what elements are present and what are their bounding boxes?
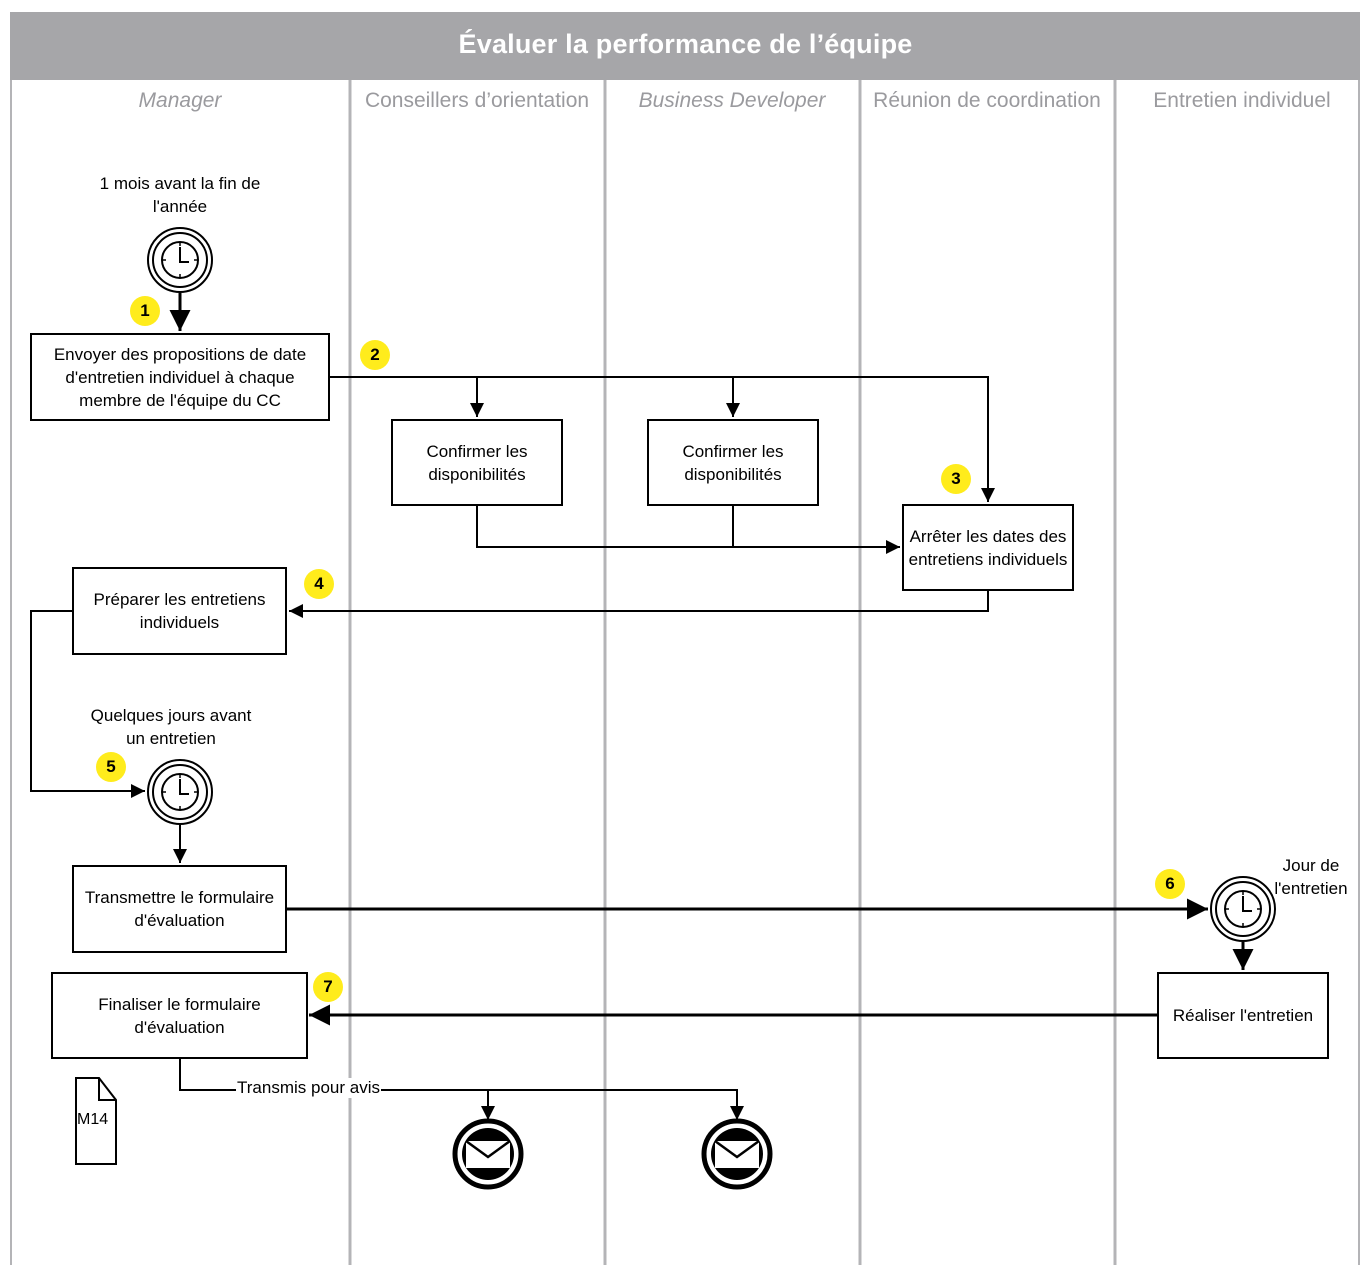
step-badge: 6: [1155, 869, 1185, 899]
flow-fix-to-prepare: [289, 590, 989, 618]
lane-label-counselors: Conseillers d’orientation: [364, 89, 590, 112]
flow-send-to-fix-dates: [329, 376, 995, 502]
step-badge: 2: [360, 340, 390, 370]
task-confirm-business-developer[interactable]: Confirmer les disponibilités: [647, 419, 819, 506]
document-label: M14: [77, 1111, 109, 1128]
step-badge: 3: [941, 464, 971, 494]
document-icon: [75, 1077, 117, 1165]
clock-icon: [147, 759, 213, 825]
flow-confirm-to-fix-dates: [476, 505, 900, 554]
diagram-title: Évaluer la performance de l’équipe: [458, 29, 913, 59]
timer-interview-day-label: Jour de l'entretien: [1274, 856, 1348, 898]
title-bar: Évaluer la performance de l’équipe: [10, 12, 1360, 80]
envelope-icon: [452, 1118, 524, 1190]
envelope-icon: [701, 1118, 773, 1190]
task-transmit-evaluation-form[interactable]: Transmettre le formulaire d'évaluation: [72, 865, 287, 953]
clock-icon: [1210, 876, 1276, 942]
task-conduct-interview[interactable]: Réaliser l'entretien: [1157, 972, 1329, 1059]
flow-finalize-to-messages: [179, 1058, 744, 1120]
timer-start-label: 1 mois avant la fin de l'année: [99, 174, 261, 216]
timer-before-interview-label: Quelques jours avant un entretien: [90, 706, 252, 748]
step-badge: 4: [304, 569, 334, 599]
task-fix-interview-dates[interactable]: Arrêter les dates des entretiens individ…: [902, 504, 1074, 591]
lane-label-coordination-meeting: Réunion de coordination: [873, 89, 1101, 112]
task-prepare-interviews[interactable]: Préparer les entretiens individuels: [72, 567, 287, 655]
lane-label-individual-interview: Entretien individuel: [1153, 89, 1331, 112]
clock-icon: [147, 227, 213, 293]
task-finalize-evaluation-form[interactable]: Finaliser le formulaire d'évaluation: [51, 972, 308, 1059]
lane-label-business-developer: Business Developer: [638, 89, 826, 112]
lane-label-manager: Manager: [138, 89, 222, 112]
step-badge: 7: [313, 972, 343, 1002]
step-badge: 1: [130, 296, 160, 326]
task-confirm-counselors[interactable]: Confirmer les disponibilités: [391, 419, 563, 506]
edge-label-sent-for-review: Transmis pour avis: [236, 1078, 381, 1098]
task-send-proposals[interactable]: Envoyer des propositions de date d'entre…: [30, 333, 330, 421]
flow-prepare-to-timer: [30, 610, 145, 798]
step-badge: 5: [96, 752, 126, 782]
